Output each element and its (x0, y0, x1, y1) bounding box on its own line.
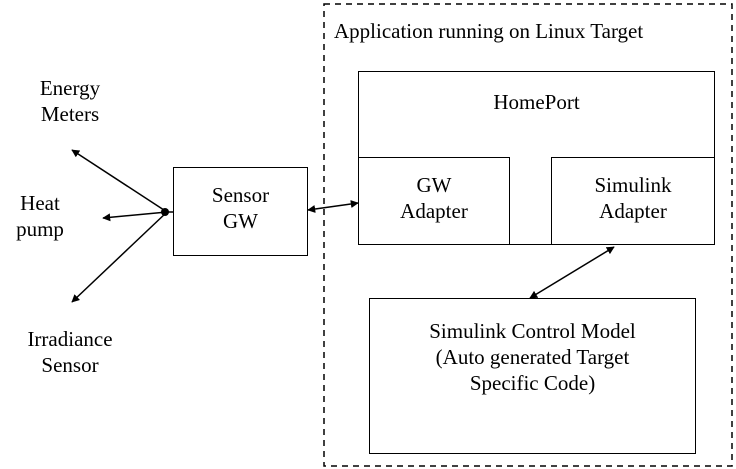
gw-adapter-label: GW Adapter (400, 173, 468, 223)
simulink-adapter-label: Simulink Adapter (594, 173, 672, 223)
sensor-junction (161, 208, 169, 216)
heat-pump-link (102, 211, 168, 222)
irradiance-sensor-label: Irradiance Sensor (27, 327, 113, 377)
sensor-gw-label: Sensor GW (211, 183, 270, 233)
energy-meters-label: Energy Meters (39, 76, 101, 126)
heat-pump-label: Heat pump (16, 191, 64, 241)
simulink-control-model-label: Simulink Control Model (Auto generated T… (429, 319, 636, 395)
energy-meters-link (71, 149, 168, 213)
gw-to-adapter-link (307, 200, 359, 213)
linux-target-boundary (323, 3, 733, 467)
gw-adapter-block (358, 157, 510, 245)
irradiance-sensor-link (71, 211, 168, 303)
simulink-adapter-block (551, 157, 715, 245)
simulink-control-model-block (369, 298, 696, 454)
linux-target-title: Application running on Linux Target (334, 19, 644, 43)
sensor-gw-block (173, 167, 308, 256)
homeport-label: HomePort (493, 90, 580, 114)
model-to-simulink-adapter-link (529, 246, 615, 299)
